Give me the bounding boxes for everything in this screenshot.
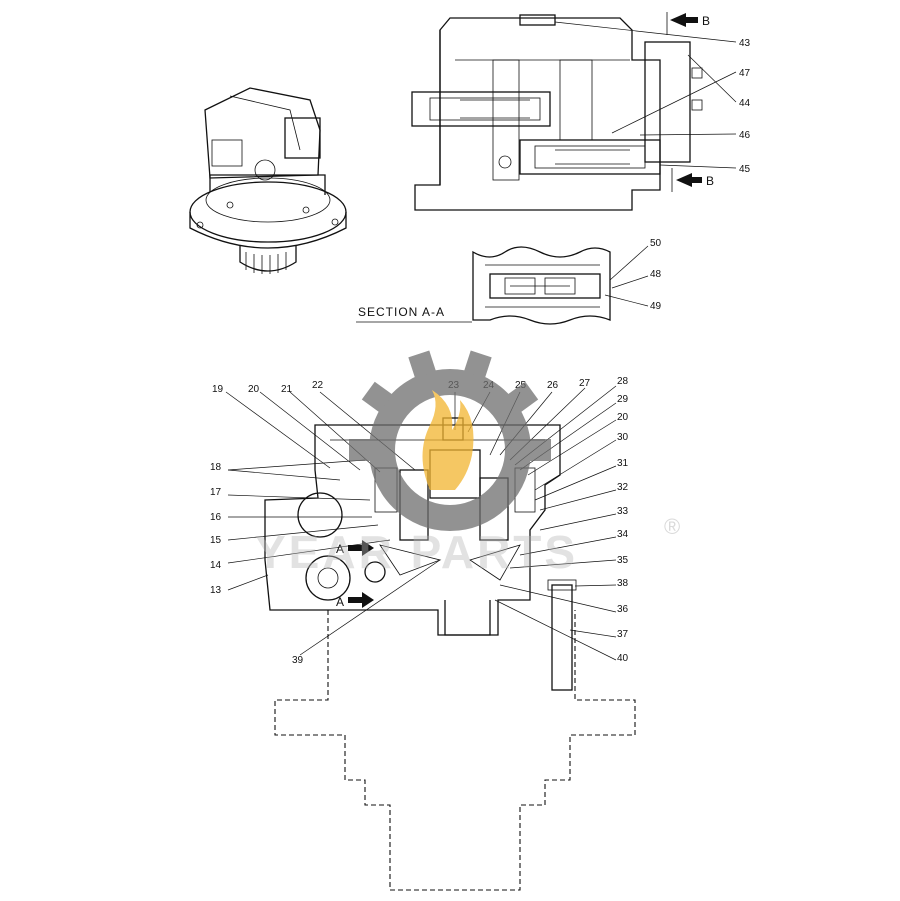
callout-30: 30 [617, 432, 629, 443]
callout-18: 18 [210, 462, 222, 473]
callout-16: 16 [210, 512, 222, 523]
gear-tooth [408, 350, 437, 379]
callout-14: 14 [210, 560, 222, 571]
callout-15: 15 [210, 535, 222, 546]
callout-20-right: 20 [617, 412, 629, 423]
callout-32: 32 [617, 482, 629, 493]
gear-logo-icon [349, 350, 551, 531]
callout-38: 38 [617, 578, 629, 589]
callout-44: 44 [739, 98, 751, 109]
callout-37: 37 [617, 629, 629, 640]
watermark-registered-mark: ® [664, 514, 680, 539]
brand-watermark: YEAR PARTS ® [255, 350, 680, 578]
callout-21: 21 [281, 384, 293, 395]
section-arrow-b-top: B [666, 12, 710, 35]
callout-19: 19 [212, 384, 224, 395]
leader-lines [225, 385, 617, 661]
gear-tooth [529, 439, 551, 461]
valve-section-view [411, 14, 737, 211]
section-arrow-b-bottom: B [671, 168, 714, 192]
callout-45: 45 [739, 164, 751, 175]
svg-text:B: B [706, 174, 714, 188]
callout-47: 47 [739, 68, 751, 79]
callout-50: 50 [650, 238, 662, 249]
watermark-brand-text: YEAR PARTS [255, 526, 578, 578]
callout-27: 27 [579, 378, 591, 389]
gear-tooth [463, 350, 492, 379]
section-arrow-a-upper: A [336, 540, 374, 556]
callout-43: 43 [739, 38, 751, 49]
callout-40: 40 [617, 653, 629, 664]
gear-tooth [361, 381, 393, 413]
svg-text:A: A [336, 542, 344, 556]
callout-48: 48 [650, 269, 662, 280]
section-arrow-a-lower: A [336, 592, 374, 609]
gear-tooth [349, 439, 371, 461]
callout-13: 13 [210, 585, 222, 596]
callout-49: 49 [650, 301, 662, 312]
callout-28: 28 [617, 376, 629, 387]
callout-17: 17 [210, 487, 222, 498]
callout-35: 35 [617, 555, 629, 566]
callout-20: 20 [248, 384, 260, 395]
callout-29: 29 [617, 394, 629, 405]
callout-33: 33 [617, 506, 629, 517]
callout-39: 39 [292, 655, 304, 666]
callout-36: 36 [617, 604, 629, 615]
section-a-a-label: SECTION A-A [358, 305, 445, 319]
svg-text:B: B [702, 14, 710, 28]
gear-tooth [507, 381, 539, 413]
callout-22: 22 [312, 380, 324, 391]
motor-isometric-view [189, 87, 347, 274]
callout-26: 26 [547, 380, 559, 391]
callout-46: 46 [739, 130, 751, 141]
section-a-a-view: SECTION A-A [356, 245, 649, 325]
svg-text:A: A [336, 595, 344, 609]
flame-logo-icon [422, 390, 474, 490]
callout-31: 31 [617, 458, 629, 469]
callout-34: 34 [617, 529, 629, 540]
